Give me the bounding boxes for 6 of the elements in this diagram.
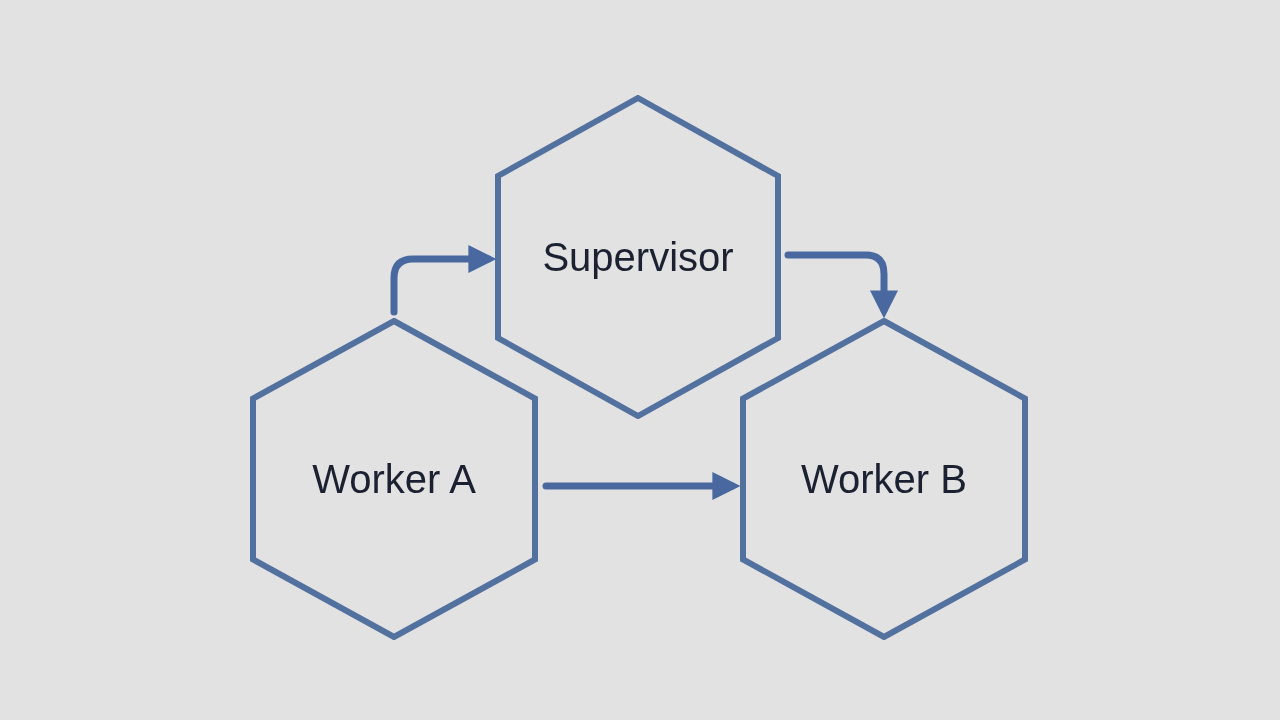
node-label: Worker A xyxy=(312,456,476,503)
node-label: Supervisor xyxy=(542,234,734,281)
arrow xyxy=(390,245,497,316)
node-label: Worker B xyxy=(801,456,967,503)
arrow xyxy=(784,251,898,319)
arrow xyxy=(542,472,741,500)
